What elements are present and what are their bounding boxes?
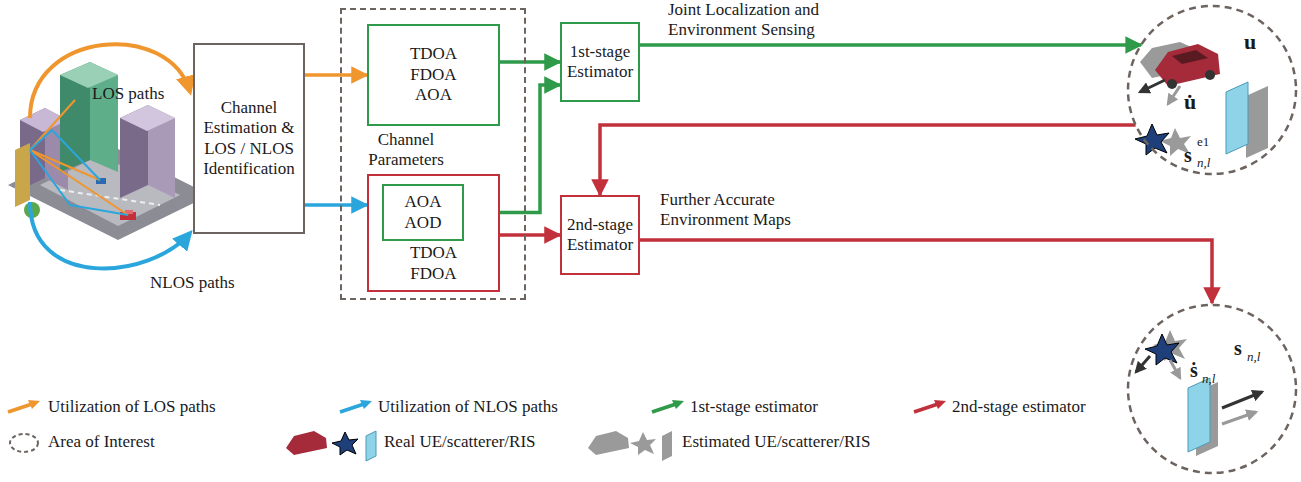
legend-text: Utilization of LOS paths bbox=[48, 397, 216, 417]
legend-text: 2nd-stage estimator bbox=[952, 397, 1086, 417]
box-label: FDOA bbox=[410, 264, 456, 284]
connector-arrow bbox=[305, 73, 367, 77]
box-label: TDOA bbox=[410, 243, 457, 263]
legend-text: Estimated UE/scatterer/RIS bbox=[682, 432, 870, 452]
legend-text: Utilization of NLOS paths bbox=[378, 397, 558, 417]
path-label: LOS paths bbox=[92, 84, 164, 104]
math-symbol: s bbox=[1184, 144, 1192, 166]
legend-swatch bbox=[650, 399, 686, 415]
connector-arrow bbox=[600, 125, 1136, 195]
box-label: AOA bbox=[405, 192, 442, 212]
legend-estimated-icons bbox=[588, 431, 672, 461]
parameter-box: AOAAOD bbox=[382, 184, 464, 241]
real-ue-car bbox=[1155, 44, 1220, 89]
connector-arrow bbox=[305, 203, 367, 207]
legend-swatch bbox=[6, 399, 42, 415]
math-symbol: s bbox=[1234, 337, 1242, 359]
group-label: Channel Parameters bbox=[356, 130, 456, 171]
box-label: AOD bbox=[405, 213, 442, 233]
area-outline bbox=[1126, 303, 1298, 475]
edge-label: Further Accurate Environment Maps bbox=[660, 190, 840, 231]
connector-arrow bbox=[640, 43, 1141, 47]
connector-arrow bbox=[500, 60, 560, 64]
parameter-box: TDOAFDOA AOAAOD bbox=[367, 174, 500, 292]
math-symbol: n,l bbox=[1247, 350, 1260, 364]
legend-text: Area of Interest bbox=[48, 432, 155, 452]
math-symbol: e1 bbox=[1197, 135, 1209, 149]
edge-label: Joint Localization and Environment Sensi… bbox=[668, 0, 848, 41]
math-symbol: u̇ bbox=[1184, 90, 1196, 114]
connector-arrow bbox=[640, 240, 1212, 303]
real-ris bbox=[1226, 82, 1248, 154]
legend-text: 1st-stage estimator bbox=[690, 397, 818, 417]
box-label: 1st-stage Estimator bbox=[567, 42, 633, 83]
group-box: Channel ParametersTDOAFDOAAOATDOAFDOAAOA… bbox=[340, 8, 526, 300]
legend-real-icons bbox=[286, 431, 376, 461]
estimator-box: 1st-stage Estimator bbox=[560, 22, 640, 102]
city-illustration bbox=[8, 44, 210, 268]
legend-area-sample bbox=[10, 434, 38, 452]
box-label: FDOA bbox=[410, 65, 456, 85]
estimator-box: 2nd-stage Estimator bbox=[560, 195, 640, 275]
area-outline bbox=[1126, 4, 1298, 176]
legend-swatch bbox=[912, 399, 948, 415]
box-label: AOA bbox=[415, 85, 452, 105]
area-of-interest: u u̇ s e1 n,l bbox=[1126, 4, 1298, 176]
area-of-interest: s n,l ṡ n,l bbox=[1126, 303, 1298, 475]
box-label: Channel Estimation & LOS / NLOS Identifi… bbox=[201, 98, 297, 180]
connector-arrow bbox=[500, 233, 560, 237]
box-label: TDOA bbox=[410, 44, 457, 64]
legend-text: Real UE/scatterer/RIS bbox=[384, 432, 536, 452]
math-symbol: n,l bbox=[1202, 372, 1215, 386]
path-label: NLOS paths bbox=[150, 273, 235, 293]
legend-swatch bbox=[338, 399, 374, 415]
parameter-box: TDOAFDOAAOA bbox=[367, 24, 500, 126]
math-symbol: n,l bbox=[1197, 156, 1210, 170]
box-label: 2nd-stage Estimator bbox=[567, 215, 633, 256]
estimated-ris bbox=[1246, 86, 1268, 158]
math-symbol: u bbox=[1244, 30, 1256, 54]
process-box: Channel Estimation & LOS / NLOS Identifi… bbox=[193, 43, 305, 234]
math-symbol: ṡ bbox=[1190, 359, 1198, 381]
